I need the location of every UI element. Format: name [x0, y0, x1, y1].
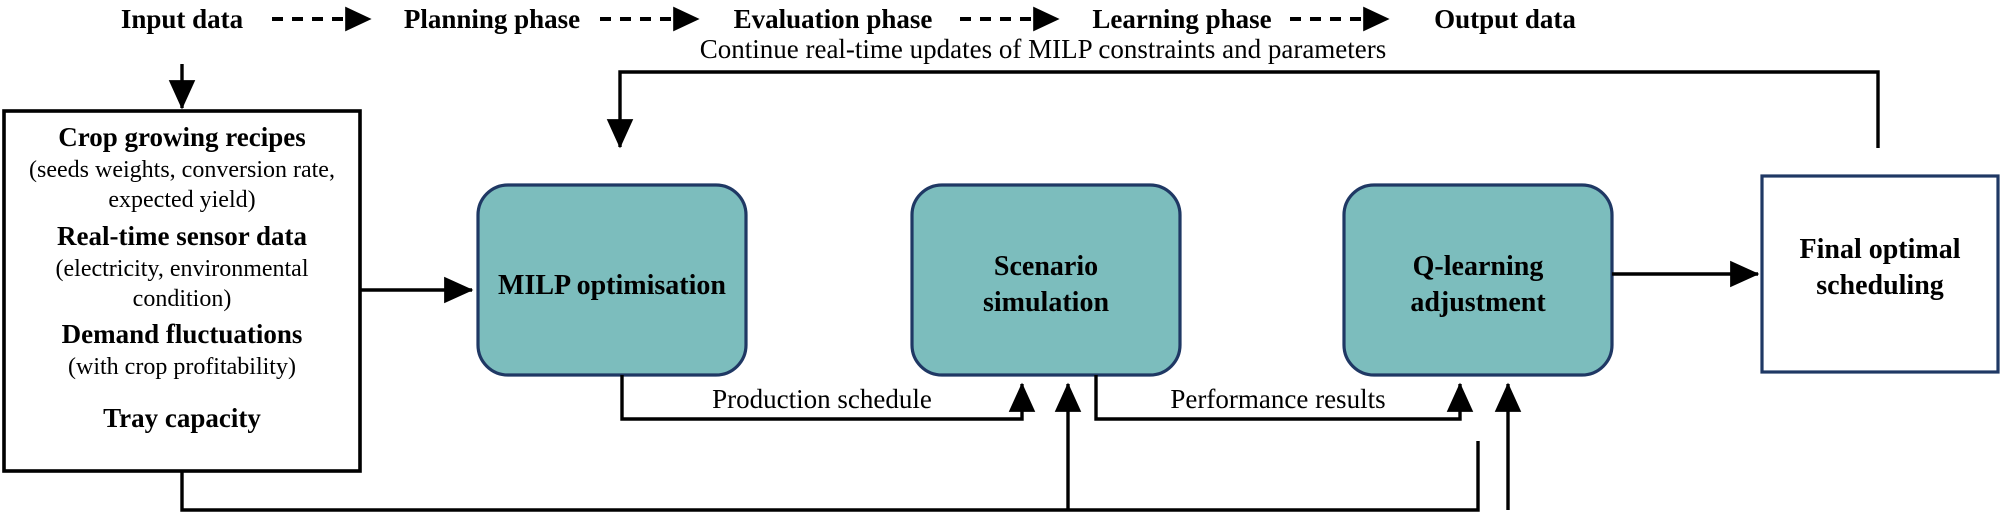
input-line-2: expected yield)	[108, 187, 255, 213]
performance-results-label: Performance results	[1170, 384, 1385, 414]
input-line-7: (with crop profitability)	[68, 354, 296, 380]
production-schedule-arrow	[620, 375, 1036, 421]
phase-label-learning-phase: Learning phase	[1092, 4, 1271, 34]
scenario-simulation-node	[910, 183, 1182, 377]
q-learning-adjustment-node	[1342, 183, 1614, 377]
phase-label-output-data: Output data	[1434, 4, 1576, 34]
input-line-5: condition)	[133, 286, 232, 312]
milp-optimisation-node	[476, 183, 748, 377]
scenario-simulation-label-1: Scenario	[994, 251, 1098, 282]
input-line-6: Demand fluctuations	[62, 319, 303, 349]
feedback-updates-arrow	[606, 70, 1880, 149]
input-line-0: Crop growing recipes	[58, 122, 306, 152]
final-optimal-scheduling-label-1: Final optimal	[1799, 234, 1960, 265]
production-schedule-label: Production schedule	[712, 384, 932, 414]
input-line-4: (electricity, environmental	[56, 256, 309, 282]
final-optimal-scheduling-label-2: scheduling	[1816, 270, 1944, 301]
bottom-return-line	[180, 441, 1480, 512]
phase-label-planning-phase: Planning phase	[404, 4, 580, 34]
phase-label-input-data: Input data	[121, 4, 244, 34]
performance-results-arrow	[1094, 375, 1474, 421]
input-line-8: Tray capacity	[103, 403, 261, 433]
q-learning-adjustment-label-1: Q-learning	[1413, 251, 1544, 282]
final-optimal-scheduling-node	[1760, 174, 2000, 374]
scenario-simulation-label-2: simulation	[983, 287, 1109, 318]
input-line-3: Real-time sensor data	[57, 221, 307, 251]
phase-label-evaluation-phase: Evaluation phase	[734, 4, 933, 34]
input-line-1: (seeds weights, conversion rate,	[29, 157, 335, 183]
feedback-top-label: Continue real-time updates of MILP const…	[700, 34, 1387, 64]
milp-optimisation-label: MILP optimisation	[498, 270, 726, 301]
q-learning-adjustment-label-2: adjustment	[1410, 287, 1546, 318]
input-data-box	[2, 109, 362, 473]
